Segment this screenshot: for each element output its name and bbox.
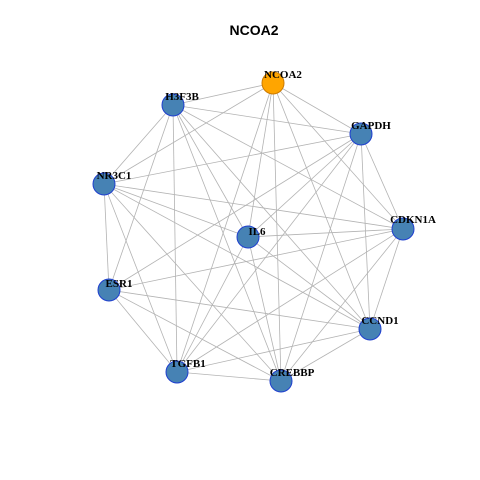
node-label-tgfb1: TGFB1 bbox=[170, 358, 205, 370]
edge-h3f3b-tgfb1 bbox=[172, 104, 178, 373]
edge-gapdh-esr1 bbox=[108, 133, 362, 291]
edge-gapdh-crebbp bbox=[280, 133, 362, 382]
edge-nr3c1-esr1 bbox=[103, 183, 110, 291]
node-label-ccnd1: CCND1 bbox=[361, 315, 398, 327]
node-gapdh bbox=[349, 122, 373, 146]
node-nr3c1 bbox=[92, 172, 116, 196]
node-label-gapdh: GAPDH bbox=[351, 120, 391, 132]
graph-title: NCOA2 bbox=[229, 22, 278, 38]
edge-h3f3b-nr3c1 bbox=[103, 104, 174, 185]
node-label-crebbp: CREBBP bbox=[270, 367, 315, 379]
edge-esr1-crebbp bbox=[108, 289, 282, 382]
edge-esr1-ccnd1 bbox=[108, 289, 371, 330]
edge-ncoa2-ccnd1 bbox=[272, 82, 371, 330]
edge-ncoa2-cdkn1a bbox=[272, 82, 404, 230]
edge-il6-crebbp bbox=[247, 236, 282, 382]
edge-h3f3b-gapdh bbox=[172, 104, 362, 135]
edge-il6-ccnd1 bbox=[247, 236, 371, 330]
edge-cdkn1a-tgfb1 bbox=[176, 228, 404, 373]
edge-ncoa2-h3f3b bbox=[172, 82, 274, 106]
node-label-cdkn1a: CDKN1A bbox=[390, 214, 436, 226]
edge-gapdh-il6 bbox=[247, 133, 362, 238]
edge-ccnd1-crebbp bbox=[280, 328, 371, 382]
edge-nr3c1-crebbp bbox=[103, 183, 282, 382]
edge-il6-tgfb1 bbox=[176, 236, 249, 373]
edge-h3f3b-ccnd1 bbox=[172, 104, 371, 330]
edge-ccnd1-tgfb1 bbox=[176, 328, 371, 373]
edge-nr3c1-il6 bbox=[103, 183, 249, 238]
edge-h3f3b-il6 bbox=[172, 104, 249, 238]
edge-ncoa2-nr3c1 bbox=[103, 82, 274, 185]
edge-cdkn1a-esr1 bbox=[108, 228, 404, 291]
edge-cdkn1a-ccnd1 bbox=[369, 228, 404, 330]
node-ccnd1 bbox=[358, 317, 382, 341]
edge-esr1-tgfb1 bbox=[108, 289, 178, 373]
edge-tgfb1-crebbp bbox=[176, 371, 282, 382]
edge-ncoa2-crebbp bbox=[272, 82, 282, 382]
edge-gapdh-cdkn1a bbox=[360, 133, 404, 230]
node-crebbp bbox=[269, 369, 293, 393]
node-cdkn1a bbox=[391, 217, 415, 241]
edge-layer bbox=[103, 82, 404, 382]
edge-nr3c1-tgfb1 bbox=[103, 183, 178, 373]
edge-h3f3b-crebbp bbox=[172, 104, 282, 382]
edge-gapdh-nr3c1 bbox=[103, 133, 362, 185]
node-label-esr1: ESR1 bbox=[106, 278, 133, 290]
edge-gapdh-ccnd1 bbox=[360, 133, 371, 330]
node-esr1 bbox=[97, 278, 121, 302]
node-layer bbox=[92, 71, 415, 393]
node-label-ncoa2: NCOA2 bbox=[264, 69, 302, 81]
edge-cdkn1a-il6 bbox=[247, 228, 404, 238]
edge-cdkn1a-crebbp bbox=[280, 228, 404, 382]
node-tgfb1 bbox=[165, 360, 189, 384]
node-label-nr3c1: NR3C1 bbox=[97, 170, 132, 182]
node-label-il6: IL6 bbox=[248, 226, 266, 238]
edge-ncoa2-gapdh bbox=[272, 82, 362, 135]
node-h3f3b bbox=[161, 93, 185, 117]
edge-nr3c1-ccnd1 bbox=[103, 183, 371, 330]
node-il6 bbox=[236, 225, 260, 249]
edge-nr3c1-cdkn1a bbox=[103, 183, 404, 230]
node-label-h3f3b: H3F3B bbox=[165, 91, 199, 103]
node-ncoa2 bbox=[261, 71, 285, 95]
edge-ncoa2-il6 bbox=[247, 82, 274, 238]
edge-ncoa2-tgfb1 bbox=[176, 82, 274, 373]
